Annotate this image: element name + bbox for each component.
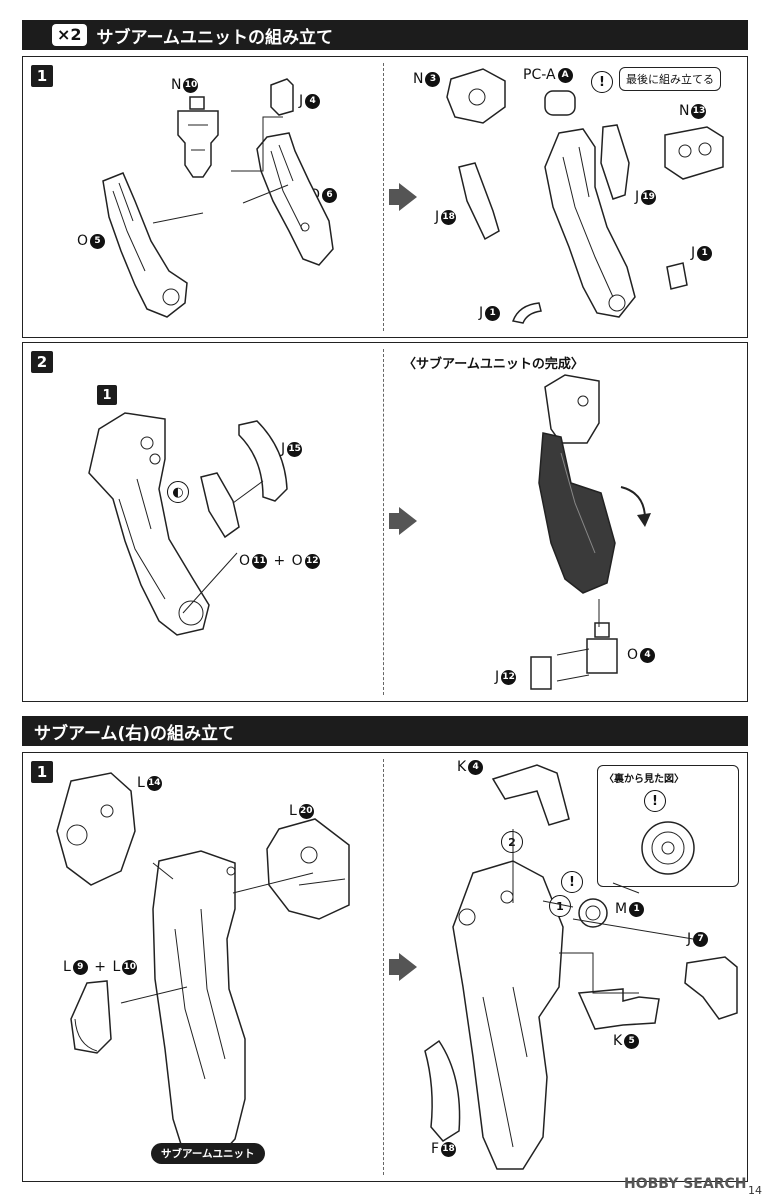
caution-icon: ! [561,871,583,893]
section-header-sub-arm-right: サブアーム(右)の組み立て [22,716,748,746]
part-l20-drawing [259,815,359,925]
part-l9-l10-drawing [67,979,127,1059]
step-number: 1 [31,761,53,783]
part-j1-right-drawing [663,261,693,291]
main-arm-drawing [443,857,593,1177]
note-assemble-last: 最後に組み立てる [619,67,721,91]
step1-assembly-drawing [85,409,225,639]
caution-icon: ! [591,71,613,93]
part-o11-o12-drawing [195,471,245,541]
panel-divider [383,63,384,331]
ref-step-number: 1 [97,385,117,405]
part-j4-drawing [267,77,297,117]
orientation-hint-icon: ◐ [167,481,189,503]
section-header-sub-arm-unit: ×2 サブアームユニットの組み立て [22,20,748,50]
hobby-search-logo: HOBBY SEARCH [624,1176,747,1192]
step1-panel: 1 N10 J4 O6 O5 N3 PC-AA ! 最後に組み立てる N1 [22,56,748,338]
step-number: 1 [31,65,53,87]
o4-arrows [553,595,623,695]
part-pc-a-drawing [541,85,581,121]
section-title: サブアーム(右)の組み立て [34,723,236,744]
next-arrow-icon [389,507,417,535]
caution-icon: ! [644,790,666,812]
assembly-arrows [123,87,323,237]
section2-right-arrows [463,823,743,1023]
rear-view-inset: 〈裏から見た図〉 ! [597,765,739,887]
sub-arm-assembly-drawing [523,127,643,327]
completed-sub-arm-drawing [531,373,641,603]
completion-caption: 〈サブアームユニットの完成〉 [403,357,584,372]
sub-arm-unit-pill: サブアームユニット [151,1143,265,1164]
section-title: サブアームユニットの組み立て [96,27,334,48]
page-number: 14 [748,1184,762,1197]
multiplier-badge: ×2 [52,24,87,46]
step-number: 2 [31,351,53,373]
part-o5-drawing [95,171,195,321]
part-k4-drawing [487,763,577,827]
part-m1-drawing [575,895,611,931]
part-l14-drawing [51,771,151,891]
section2-left-arrows [113,853,313,1033]
next-arrow-icon [389,183,417,211]
part-n10-drawing [173,95,223,185]
part-f18-drawing [419,1037,469,1147]
part-j15-drawing [233,419,293,509]
arm-base-drawing [145,849,265,1169]
part-j1-bottom-drawing [509,301,545,325]
part-j19-drawing [595,123,635,203]
next-arrow-icon [389,953,417,981]
m1-rear-view-drawing [641,821,695,875]
order-1-icon: 1 [549,895,571,917]
inset-title: 〈裏から見た図〉 [604,774,684,785]
part-j12-drawing [527,653,557,693]
part-j18-drawing [453,161,503,241]
panel-divider [383,759,384,1175]
order-2-icon: 2 [501,831,523,853]
part-j7-drawing [679,953,743,1023]
part-n3-drawing [443,67,513,127]
panel-divider [383,349,384,695]
step2-arrows [173,463,293,623]
rotate-arrow-icon [615,483,651,527]
part-n13-drawing [659,123,729,183]
